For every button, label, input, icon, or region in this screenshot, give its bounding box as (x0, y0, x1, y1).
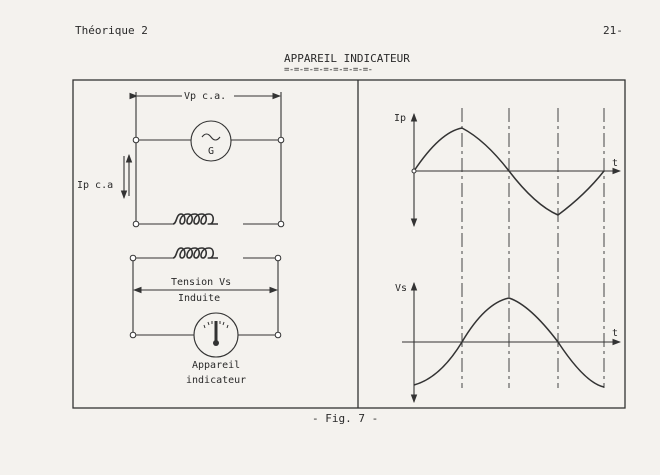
figure-title: APPAREIL INDICATEUR (284, 52, 410, 65)
terminal (129, 331, 137, 339)
secondary-circuit: Tension Vs Induite Appareil indicateur (129, 247, 282, 386)
ip-label: Ip c.a (77, 180, 113, 191)
secondary-coil-icon (172, 247, 218, 259)
terminal (274, 254, 282, 262)
meter-label-2: indicateur (186, 375, 246, 386)
generator-label: G (208, 146, 214, 157)
terminal (132, 136, 140, 144)
generator-icon (190, 120, 232, 162)
vs-waveform (413, 297, 605, 388)
header-left: Théorique 2 (75, 24, 148, 37)
meter-label-1: Appareil (192, 360, 240, 371)
vp-label: Vp c.a. (184, 91, 226, 102)
vs-axis-label: Vs (395, 283, 407, 294)
t-label-top: t (612, 158, 618, 169)
ip-axis-label: Ip (394, 113, 406, 124)
sine-symbol-icon (201, 133, 221, 141)
primary-coil-icon (172, 213, 218, 225)
terminal (129, 254, 137, 262)
waveform-graphs: Ip t Vs t (394, 108, 622, 404)
ip-waveform (413, 127, 605, 216)
meter-icon (193, 312, 239, 358)
primary-circuit: Vp c.a. G Ip c.a (77, 91, 285, 228)
terminal (274, 331, 282, 339)
figure-caption: - Fig. 7 - (312, 412, 379, 425)
terminal (277, 136, 285, 144)
induite-label: Induite (178, 293, 220, 304)
terminal (277, 220, 285, 228)
page-number: 21- (603, 24, 623, 37)
title-underline: =-=-=-=-=-=-=-=-=- (284, 65, 373, 75)
figure-frame (72, 79, 626, 409)
tension-label: Tension Vs (171, 277, 231, 288)
terminal (132, 220, 140, 228)
t-label-bottom: t (612, 328, 618, 339)
